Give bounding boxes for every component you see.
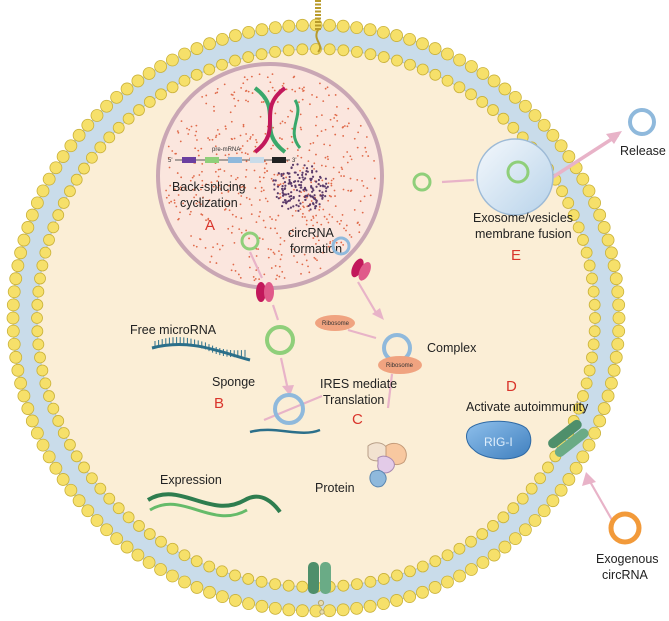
ires-mediate-label: IRES mediate bbox=[320, 377, 397, 391]
mrna-helix-icon bbox=[146, 492, 282, 518]
formation-label: formation bbox=[290, 242, 342, 256]
circrna-ring-icon bbox=[608, 511, 642, 545]
exogenous-circrna-label: circRNA bbox=[602, 568, 648, 582]
rig-i-label: RIG-I bbox=[484, 435, 513, 449]
back-splicing-label: Back-splicing bbox=[172, 180, 246, 194]
complex-icon: Ribosome bbox=[378, 333, 422, 374]
ribosome-2-label: Ribosome bbox=[386, 363, 414, 369]
letter-e: E bbox=[511, 247, 521, 264]
cyclization-label: cyclization bbox=[180, 196, 238, 210]
surface-receptor-icon bbox=[315, 0, 322, 53]
pre-mrna-label: pre-mRNA bbox=[212, 147, 240, 153]
nucleus: 5' 3' pre-mRNA Back-splicing cyclization… bbox=[156, 62, 384, 290]
nuclear-pore-icon bbox=[256, 282, 274, 302]
membrane-outer-heads bbox=[6, 18, 626, 618]
release-label: Release bbox=[620, 144, 666, 158]
exosome-icon bbox=[476, 138, 554, 216]
activate-autoimmunity-label: Activate autoimmunity bbox=[466, 400, 589, 414]
circrna-ring-icon bbox=[240, 231, 351, 256]
nuclear-pore-icon-2 bbox=[351, 258, 371, 281]
expression-label: Expression bbox=[160, 473, 222, 487]
complex-label: Complex bbox=[427, 341, 477, 355]
five-prime-label: 5' bbox=[168, 158, 172, 164]
circrna-ring-icon bbox=[628, 108, 656, 136]
letter-b: B bbox=[214, 395, 224, 412]
free-microrna-label: Free microRNA bbox=[130, 323, 217, 337]
dna-helix-icon bbox=[253, 86, 302, 154]
ribosome-1-label: Ribosome bbox=[322, 321, 350, 327]
pathway-arrows bbox=[249, 131, 622, 521]
translation-label: Translation bbox=[323, 393, 384, 407]
pre-mrna-strip: 5' 3' pre-mRNA bbox=[168, 147, 296, 164]
letter-d: D bbox=[506, 378, 517, 395]
rig-channel-icon bbox=[548, 419, 589, 457]
protein-icon bbox=[367, 442, 407, 488]
sponge-label: Sponge bbox=[212, 375, 255, 389]
exogenous-label: Exogenous bbox=[596, 552, 659, 566]
microrna-icon bbox=[151, 337, 251, 362]
rig-i-icon: RIG-I bbox=[466, 420, 532, 460]
chromatin-icon bbox=[272, 163, 329, 212]
circrna-label: circRNA bbox=[288, 226, 334, 240]
three-prime-label: 3' bbox=[292, 158, 296, 164]
ribosome-icon: Ribosome bbox=[315, 315, 355, 331]
circrna-ring-icon bbox=[249, 325, 321, 434]
circrna-ring-icon bbox=[412, 172, 432, 192]
exosome-vesicles-label: Exosome/vesicles bbox=[473, 211, 573, 225]
letter-a: A bbox=[205, 217, 215, 234]
transmembrane-channel-icon bbox=[308, 562, 331, 615]
protein-label: Protein bbox=[315, 481, 355, 495]
letter-c: C bbox=[352, 411, 363, 428]
membrane-fusion-label: membrane fusion bbox=[475, 227, 572, 241]
